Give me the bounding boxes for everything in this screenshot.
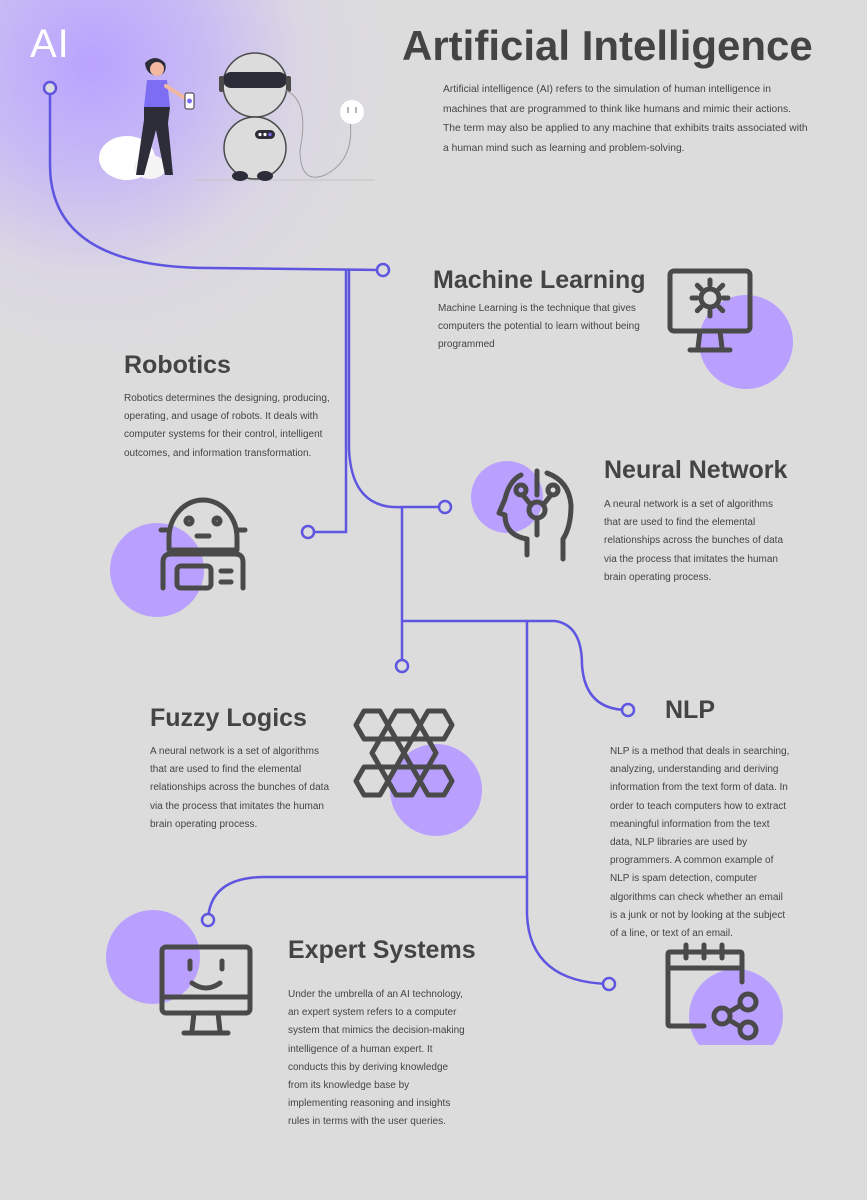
node-dot [394, 658, 410, 674]
neural-network-title: Neural Network [604, 456, 788, 484]
robotics-text: Robotics determines the designing, produ… [124, 393, 330, 459]
person-robot-illustration-icon [99, 52, 375, 181]
node-dot [375, 262, 391, 278]
node-dot [437, 499, 453, 515]
fuzzy-logics-text: A neural network is a set of algorithms … [150, 746, 329, 830]
expert-systems-title: Expert Systems [288, 936, 476, 964]
expert-systems-text: Under the umbrella of an AI technology, … [288, 989, 465, 1128]
fuzzy-logics-title: Fuzzy Logics [150, 704, 307, 732]
robot-icon [110, 497, 248, 617]
calendar-share-icon [665, 942, 783, 1045]
monitor-gear-icon [667, 268, 793, 389]
node-dot [601, 976, 617, 992]
robotics-title: Robotics [124, 351, 231, 379]
brain-circuit-icon [471, 461, 574, 562]
hexagon-grid-icon [353, 708, 482, 836]
node-dot [200, 912, 216, 928]
smiley-monitor-icon [106, 910, 253, 1036]
machine-learning-title: Machine Learning [433, 266, 646, 294]
page-title: Artificial Intelligence [402, 22, 813, 69]
nlp-text: NLP is a method that deals in searching,… [610, 746, 790, 940]
node-dot [42, 80, 58, 96]
machine-learning-text: Machine Learning is the technique that g… [438, 303, 640, 351]
node-dot [300, 524, 316, 540]
nlp-title: NLP [665, 696, 715, 724]
neural-network-text: A neural network is a set of algorithms … [604, 499, 783, 583]
ai-logo: AI [30, 22, 70, 66]
intro-text: Artificial intelligence (AI) refers to t… [443, 84, 808, 154]
node-dot [620, 702, 636, 718]
